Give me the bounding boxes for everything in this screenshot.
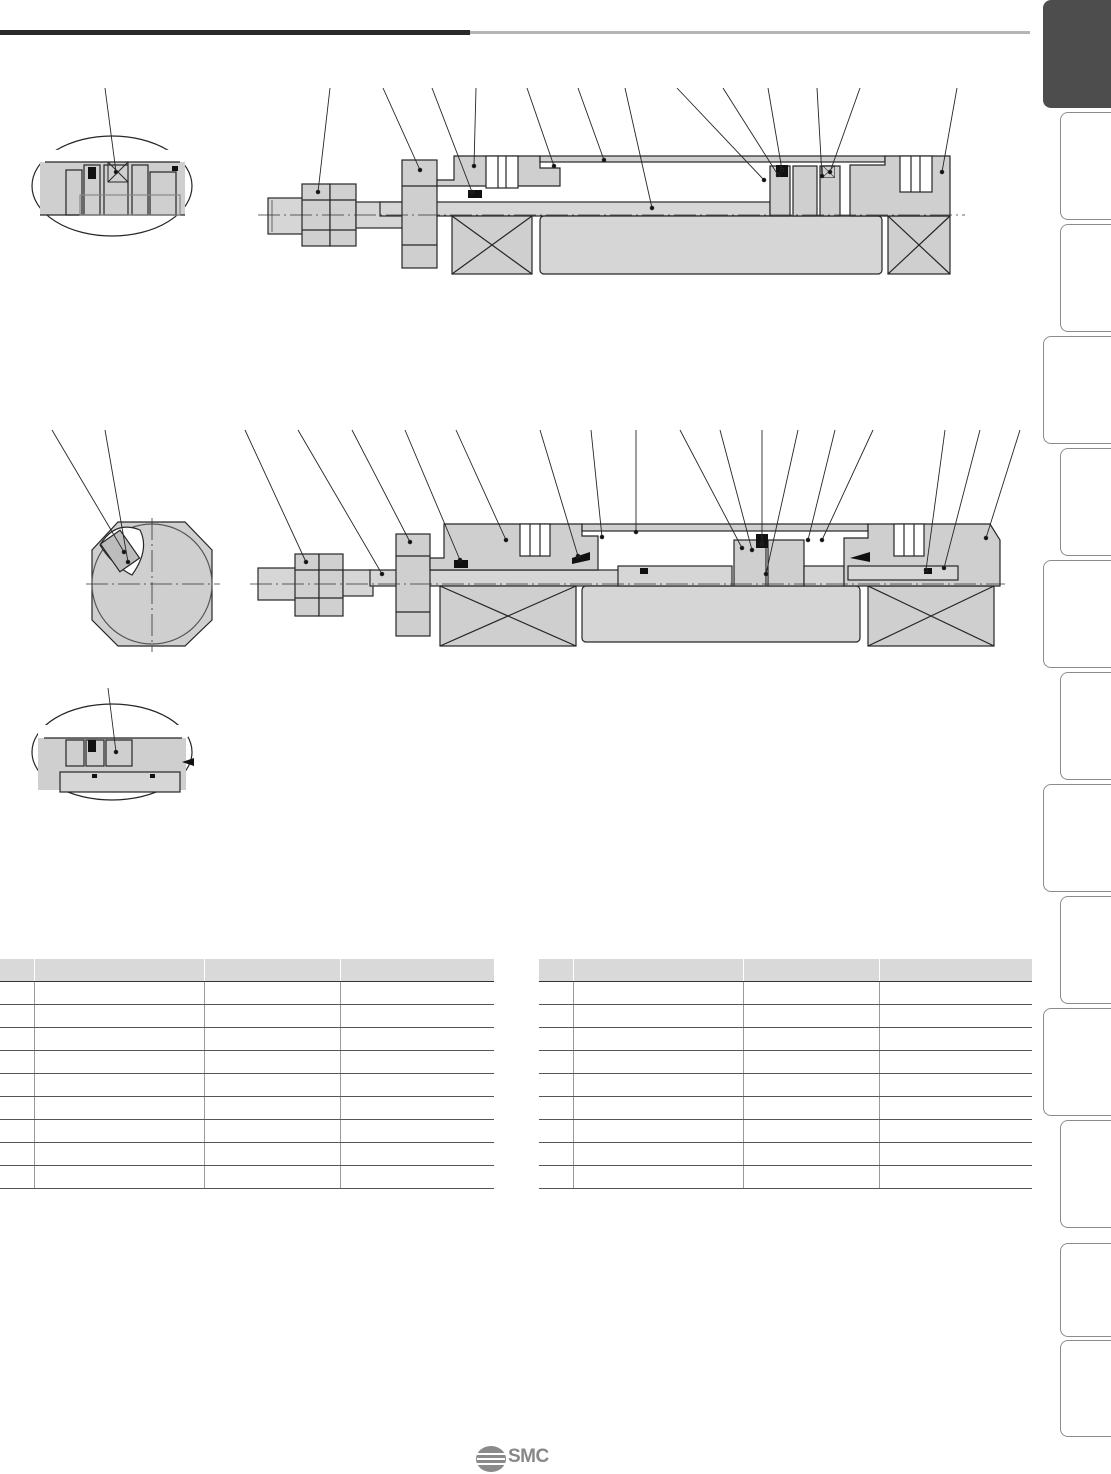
- index-tab-5[interactable]: [1060, 448, 1111, 556]
- index-tab-13[interactable]: [1060, 1340, 1111, 1437]
- leader-lines-2: [51, 429, 1021, 577]
- index-tab-3[interactable]: [1060, 224, 1111, 332]
- index-tab-7[interactable]: [1060, 672, 1111, 780]
- cross-section-2: [257, 523, 1001, 647]
- index-tab-12[interactable]: [1060, 1243, 1111, 1337]
- index-tab-8[interactable]: [1043, 784, 1111, 892]
- construction-drawings: [31, 87, 1021, 801]
- index-tab-4[interactable]: [1043, 336, 1111, 444]
- parts-table-right: [539, 959, 1032, 1189]
- brand-name: SMC: [508, 1446, 549, 1467]
- detail-view-2: [31, 703, 194, 801]
- index-tab-10[interactable]: [1043, 1008, 1111, 1116]
- header-rule-dark: [0, 30, 470, 35]
- smc-logo: SMC: [474, 1444, 564, 1474]
- leader-lines-3: [107, 687, 119, 755]
- cross-section-1: [267, 155, 951, 275]
- index-tab-2[interactable]: [1060, 112, 1111, 220]
- detail-view-1: [31, 135, 193, 237]
- index-tab-11[interactable]: [1060, 1120, 1111, 1228]
- header-rule-light: [470, 31, 1030, 34]
- smc-logo-icon: [476, 1446, 506, 1472]
- leader-lines-1: [104, 87, 958, 211]
- index-tab-6[interactable]: [1043, 560, 1111, 668]
- index-tab-1[interactable]: [1043, 0, 1111, 108]
- end-view: [86, 518, 220, 652]
- index-tab-9[interactable]: [1060, 896, 1111, 1004]
- parts-table-left: [0, 959, 494, 1189]
